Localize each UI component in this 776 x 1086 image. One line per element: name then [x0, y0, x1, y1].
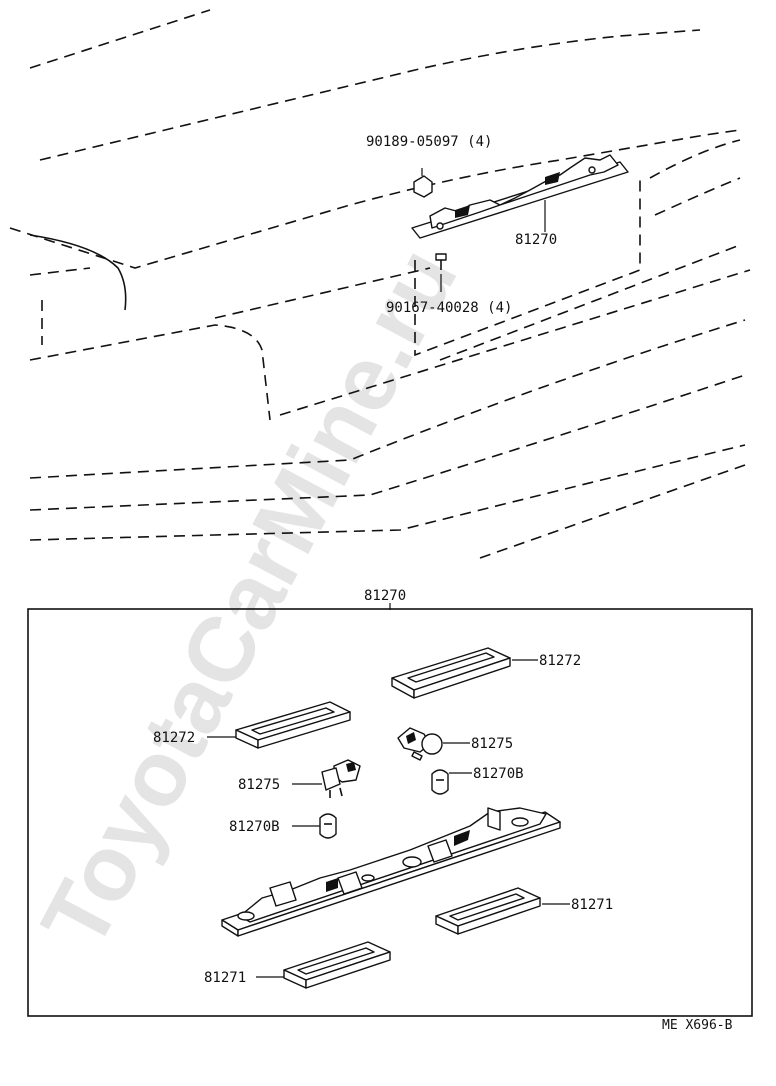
- socket-left-part-number: 81275: [238, 777, 280, 793]
- lamp-assembly-small: [411, 154, 629, 239]
- detail-box: [27, 608, 753, 1017]
- mounting-outline: [414, 180, 641, 357]
- gasket-left-part-number: 81271: [204, 970, 246, 986]
- screw-part-number: 90167-40028 (4): [386, 300, 512, 316]
- socket-right-part-number: 81275: [471, 736, 513, 752]
- lens-left-part-number: 81272: [153, 730, 195, 746]
- bulb-left: [319, 813, 337, 839]
- gasket-right-part-number: 81271: [571, 897, 613, 913]
- lamp-housing: [221, 807, 561, 937]
- lamp-assembly-part-number: 81270: [515, 232, 557, 248]
- bolt-fastener: [413, 168, 433, 198]
- detail-box-title: 81270: [364, 588, 406, 604]
- lens-right-part-number: 81272: [539, 653, 581, 669]
- diagram-code: ME X696-B: [662, 1018, 733, 1033]
- bulb-left-part-number: 81270B: [229, 819, 280, 835]
- socket-left: [321, 759, 361, 798]
- socket-right: [397, 727, 443, 761]
- screw-fastener: [435, 253, 447, 292]
- bolt-part-number: 90189-05097 (4): [366, 134, 492, 150]
- gasket-left: [283, 941, 391, 989]
- bulb-right: [431, 769, 449, 795]
- gasket-right: [435, 887, 541, 935]
- bulb-right-part-number: 81270B: [473, 766, 524, 782]
- vehicle-body-outline: [9, 9, 751, 559]
- lens-right: [391, 647, 511, 699]
- lens-left: [235, 701, 351, 749]
